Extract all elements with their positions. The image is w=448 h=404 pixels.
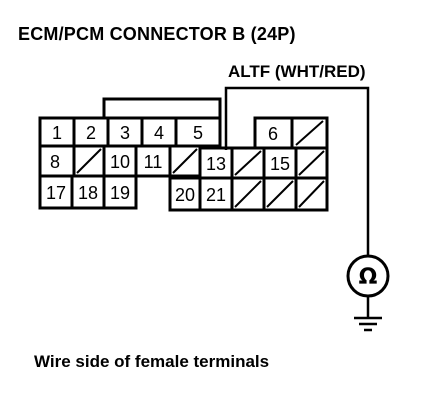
cavity-19 bbox=[102, 174, 138, 210]
terminal-label: 11 bbox=[144, 152, 163, 172]
terminal-label: 17 bbox=[46, 183, 66, 203]
connector-row-1 bbox=[38, 116, 329, 150]
ohmmeter-icon: Ω bbox=[346, 254, 390, 298]
empty-cavity-slash bbox=[266, 180, 294, 208]
terminal-label: 2 bbox=[86, 123, 96, 143]
terminal-label: 5 bbox=[193, 123, 203, 143]
terminal-label: 18 bbox=[78, 183, 98, 203]
ground-icon bbox=[354, 296, 382, 332]
terminal-label: 21 bbox=[206, 185, 226, 205]
terminal-label: 8 bbox=[50, 152, 60, 172]
wire-label: ALTF (WHT/RED) bbox=[228, 62, 366, 81]
probe-wire bbox=[224, 86, 370, 256]
terminal-label: 15 bbox=[270, 154, 290, 174]
cavity-24 bbox=[294, 176, 329, 212]
terminal-label: 13 bbox=[206, 154, 226, 174]
empty-cavity-slash bbox=[172, 148, 198, 174]
empty-cavity-slash bbox=[295, 120, 324, 146]
terminal-label: 3 bbox=[120, 123, 130, 143]
terminal-label: 6 bbox=[268, 124, 278, 144]
empty-cavity-slash bbox=[298, 150, 325, 176]
diagram-title: ECM/PCM CONNECTOR B (24P) bbox=[18, 24, 296, 44]
empty-cavity-slash bbox=[298, 180, 325, 208]
ohm-symbol: Ω bbox=[359, 265, 378, 290]
empty-cavity-slash bbox=[234, 180, 262, 208]
terminal-label: 1 bbox=[52, 123, 62, 143]
terminal-label: 20 bbox=[175, 185, 195, 205]
terminal-label: 10 bbox=[110, 152, 130, 172]
connector-row-3 bbox=[38, 174, 329, 212]
empty-cavity-slash bbox=[234, 150, 262, 176]
terminal-label: 19 bbox=[110, 183, 130, 203]
empty-cavity-slash bbox=[76, 148, 102, 174]
terminal-label: 4 bbox=[154, 123, 164, 143]
connector-latch bbox=[102, 97, 222, 118]
diagram-caption: Wire side of female terminals bbox=[34, 352, 270, 371]
